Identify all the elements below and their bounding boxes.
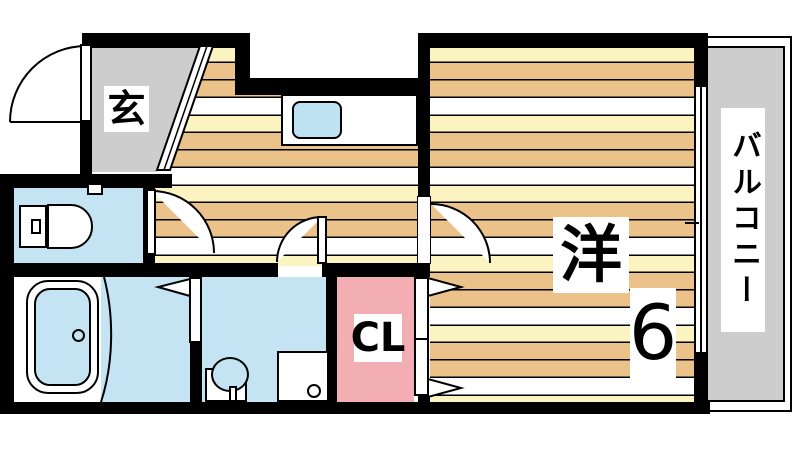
wall-kitchen-top [235, 78, 430, 95]
washroom-door-leaf [317, 216, 327, 264]
closet-folding-door-bottom-icon [427, 377, 465, 399]
bathroom-folding-door-leaf [189, 277, 202, 343]
bathroom-divider-curve [100, 276, 113, 403]
toilet-wall-box [87, 183, 103, 195]
entrance-step-line [163, 45, 208, 171]
wall-mainroom-left-lower [418, 394, 430, 404]
wall-window-bottom [694, 350, 708, 412]
closet-folding-door-joint [414, 338, 429, 340]
washroom-door-arc [276, 216, 323, 263]
toilet-door-leaf [146, 189, 156, 255]
bathtub-drain [72, 329, 85, 342]
balcony-window-inner-line [700, 87, 702, 352]
entrance-label: 玄 [104, 86, 149, 132]
toilet-handle [31, 219, 41, 234]
mainroom-door-leaf [417, 196, 431, 264]
wall-mid-left [0, 263, 278, 277]
wall-entrance-left [80, 118, 92, 182]
closet-label-text: CL [350, 315, 406, 361]
kitchen-sink [292, 101, 342, 139]
wall-outer-left [0, 174, 14, 414]
wall-bath-divider [190, 340, 202, 404]
wall-window-top [694, 33, 708, 89]
toilet-door-arc [151, 190, 215, 254]
washer-drain [307, 384, 321, 398]
wall-washroom-closet [326, 277, 337, 404]
western-room-size-label: 6 [628, 288, 678, 378]
entrance-door-leaf [80, 44, 92, 122]
western-room-label-text: 洋 [559, 218, 622, 291]
entrance-door-arc [9, 45, 87, 123]
closet-folding-door-top-icon [427, 276, 465, 298]
closet-folding-door-leaf [414, 277, 429, 396]
wall-mid-right [322, 263, 430, 277]
bathroom-washplace [101, 277, 190, 403]
wall-entrance-bottom [0, 174, 172, 188]
bathroom-folding-door-icon [154, 277, 191, 298]
western-room-label: 洋 [553, 217, 629, 293]
wall-bottom [0, 402, 710, 414]
balcony-label: バルコニー [721, 108, 765, 332]
toilet-bowl [47, 204, 93, 249]
western-room-size-text: 6 [628, 288, 678, 377]
mainroom-door-arc [430, 203, 491, 264]
balcony-label-text: バルコニー [726, 130, 761, 310]
closet-label: CL [351, 314, 405, 362]
wall-top-entrance [82, 33, 250, 48]
washbasin-faucet [229, 386, 237, 402]
wall-mainroom-left-upper [418, 48, 430, 198]
washer-pan [277, 351, 329, 402]
wall-mainroom-top [418, 33, 708, 48]
entrance-label-text: 玄 [107, 87, 146, 131]
wall-mainroom-left-mid [418, 261, 430, 277]
